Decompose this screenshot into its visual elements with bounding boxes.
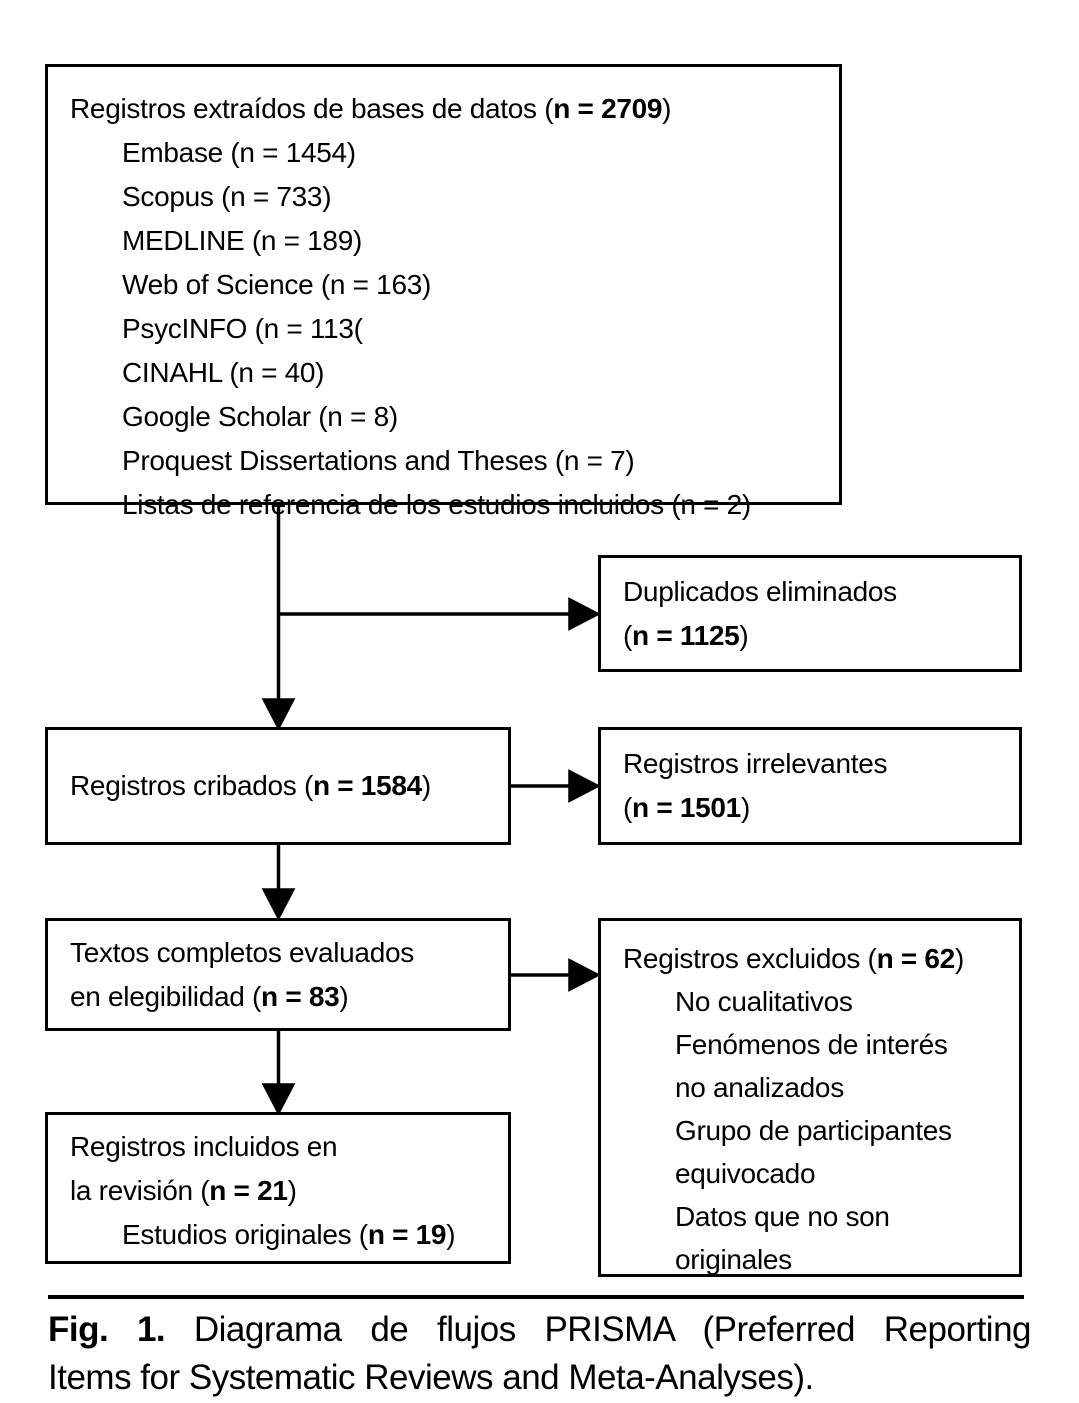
records-irrelevant-label: Registros irrelevantes [623, 748, 888, 779]
figure-caption-line1: Fig. 1. Diagrama de flujos PRISMA (Prefe… [48, 1310, 1031, 1349]
box-records-included: Registros incluidos en la revisión (n = … [45, 1112, 511, 1264]
original-studies-line: Estudios originales (n = 19) [122, 1219, 456, 1250]
caption-divider [48, 1295, 1024, 1299]
arrow-fulltext-to-excluded-head [568, 958, 601, 992]
exclusion-reason-line: Datos que no son [675, 1201, 890, 1232]
exclusion-reason-line: Grupo de participantes [675, 1115, 952, 1146]
arrow-identified-to-screened-head [261, 698, 296, 731]
arrow-screened-to-fulltext-head [261, 888, 296, 921]
records-included-line1: Registros incluidos en [70, 1131, 338, 1162]
source-list-item: Web of Science (n = 163) [122, 269, 432, 300]
fulltext-assessed-line2: en elegibilidad (n = 83) [70, 980, 349, 1012]
box-records-identified: Registros extraídos de bases de datos (n… [45, 64, 842, 520]
records-identified-title: Registros extraídos de bases de datos (n… [70, 93, 672, 124]
exclusion-reason-line: equivocado [675, 1158, 816, 1189]
duplicates-removed-label: Duplicados eliminados [623, 575, 897, 607]
arrow-fulltext-to-included-head [261, 1083, 296, 1116]
figure-caption: Fig. 1. Diagrama de flujos PRISMA (Prefe… [48, 1306, 1031, 1402]
source-list-item: Embase (n = 1454) [122, 137, 356, 168]
source-list-item: Google Scholar (n = 8) [122, 401, 398, 432]
box-records-excluded: Registros excluidos (n = 62) No cualitat… [598, 918, 1022, 1277]
exclusion-reason-line: No cualitativos [675, 986, 853, 1017]
arrow-branch-to-duplicates-head [568, 597, 601, 631]
fulltext-assessed-line1: Textos completos evaluados [70, 936, 414, 968]
box-records-irrelevant: Registros irrelevantes (n = 1501) [598, 727, 1022, 845]
records-screened-label: Registros cribados (n = 1584) [70, 770, 431, 801]
exclusion-reason-line: no analizados [675, 1072, 844, 1103]
duplicates-removed-count: (n = 1125) [623, 619, 749, 651]
source-list-item: CINAHL (n = 40) [122, 357, 325, 388]
records-excluded-title: Registros excluidos (n = 62) [623, 943, 964, 974]
box-duplicates-removed: Duplicados eliminados (n = 1125) [598, 555, 1022, 672]
source-list-item: PsycINFO (n = 113( [122, 313, 363, 344]
source-list-item: MEDLINE (n = 189) [122, 225, 362, 256]
figure-caption-label: Fig. 1. [48, 1310, 166, 1349]
source-list-item: Listas de referencia de los estudios inc… [122, 489, 751, 520]
source-list-item: Proquest Dissertations and Theses (n = 7… [122, 445, 635, 476]
figure-caption-line2: Items for Systematic Reviews and Meta-An… [48, 1358, 814, 1397]
source-list-item: Scopus (n = 733) [122, 181, 332, 212]
exclusion-reason-line: Fenómenos de interés [675, 1029, 948, 1060]
records-included-line2: la revisión (n = 21) [70, 1175, 297, 1206]
box-records-screened: Registros cribados (n = 1584) [45, 727, 511, 845]
exclusion-reason-line: originales [675, 1244, 792, 1275]
box-fulltext-assessed: Textos completos evaluados en elegibilid… [45, 918, 511, 1031]
records-irrelevant-count: (n = 1501) [623, 792, 750, 823]
arrow-screened-to-irrelevant-head [568, 769, 601, 803]
